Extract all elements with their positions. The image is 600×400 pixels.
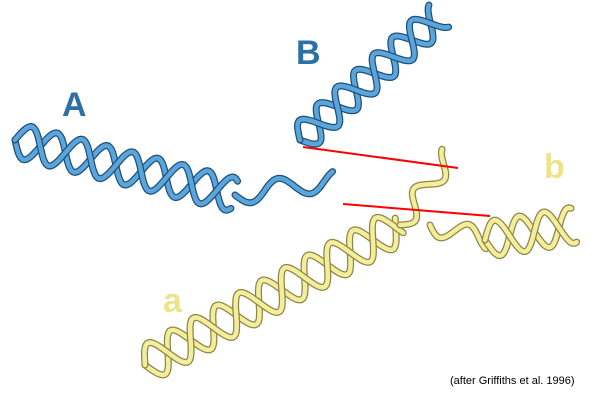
chromatid-A-strand (12, 130, 234, 213)
crossover-line-upper (302, 146, 459, 169)
chromatid-a-tail-strand (397, 147, 449, 228)
chromatid-b-tail-strand (427, 221, 489, 252)
chromatid-A-tail-strand (232, 169, 335, 206)
chromatid-a-strand (142, 215, 399, 378)
yellow-dna-helix (141, 145, 581, 379)
blue-dna-helix (11, 1, 453, 214)
chromatid-a-strand-outline (141, 213, 407, 369)
chromatid-A-strand (12, 124, 240, 207)
chromatid-b-strand (482, 209, 579, 254)
chromatid-B-strand (295, 17, 451, 143)
chromatid-B-strand (297, 2, 436, 147)
chromatid-a-strand (142, 215, 406, 368)
crossover-line-lower (342, 203, 491, 217)
label-A: A (62, 86, 87, 124)
label-a: a (163, 282, 182, 320)
chromatid-a-strand-outline (141, 214, 400, 379)
label-b: b (544, 148, 565, 186)
label-B: B (296, 34, 321, 72)
source-caption: (after Griffiths et al. 1996) (450, 375, 575, 387)
